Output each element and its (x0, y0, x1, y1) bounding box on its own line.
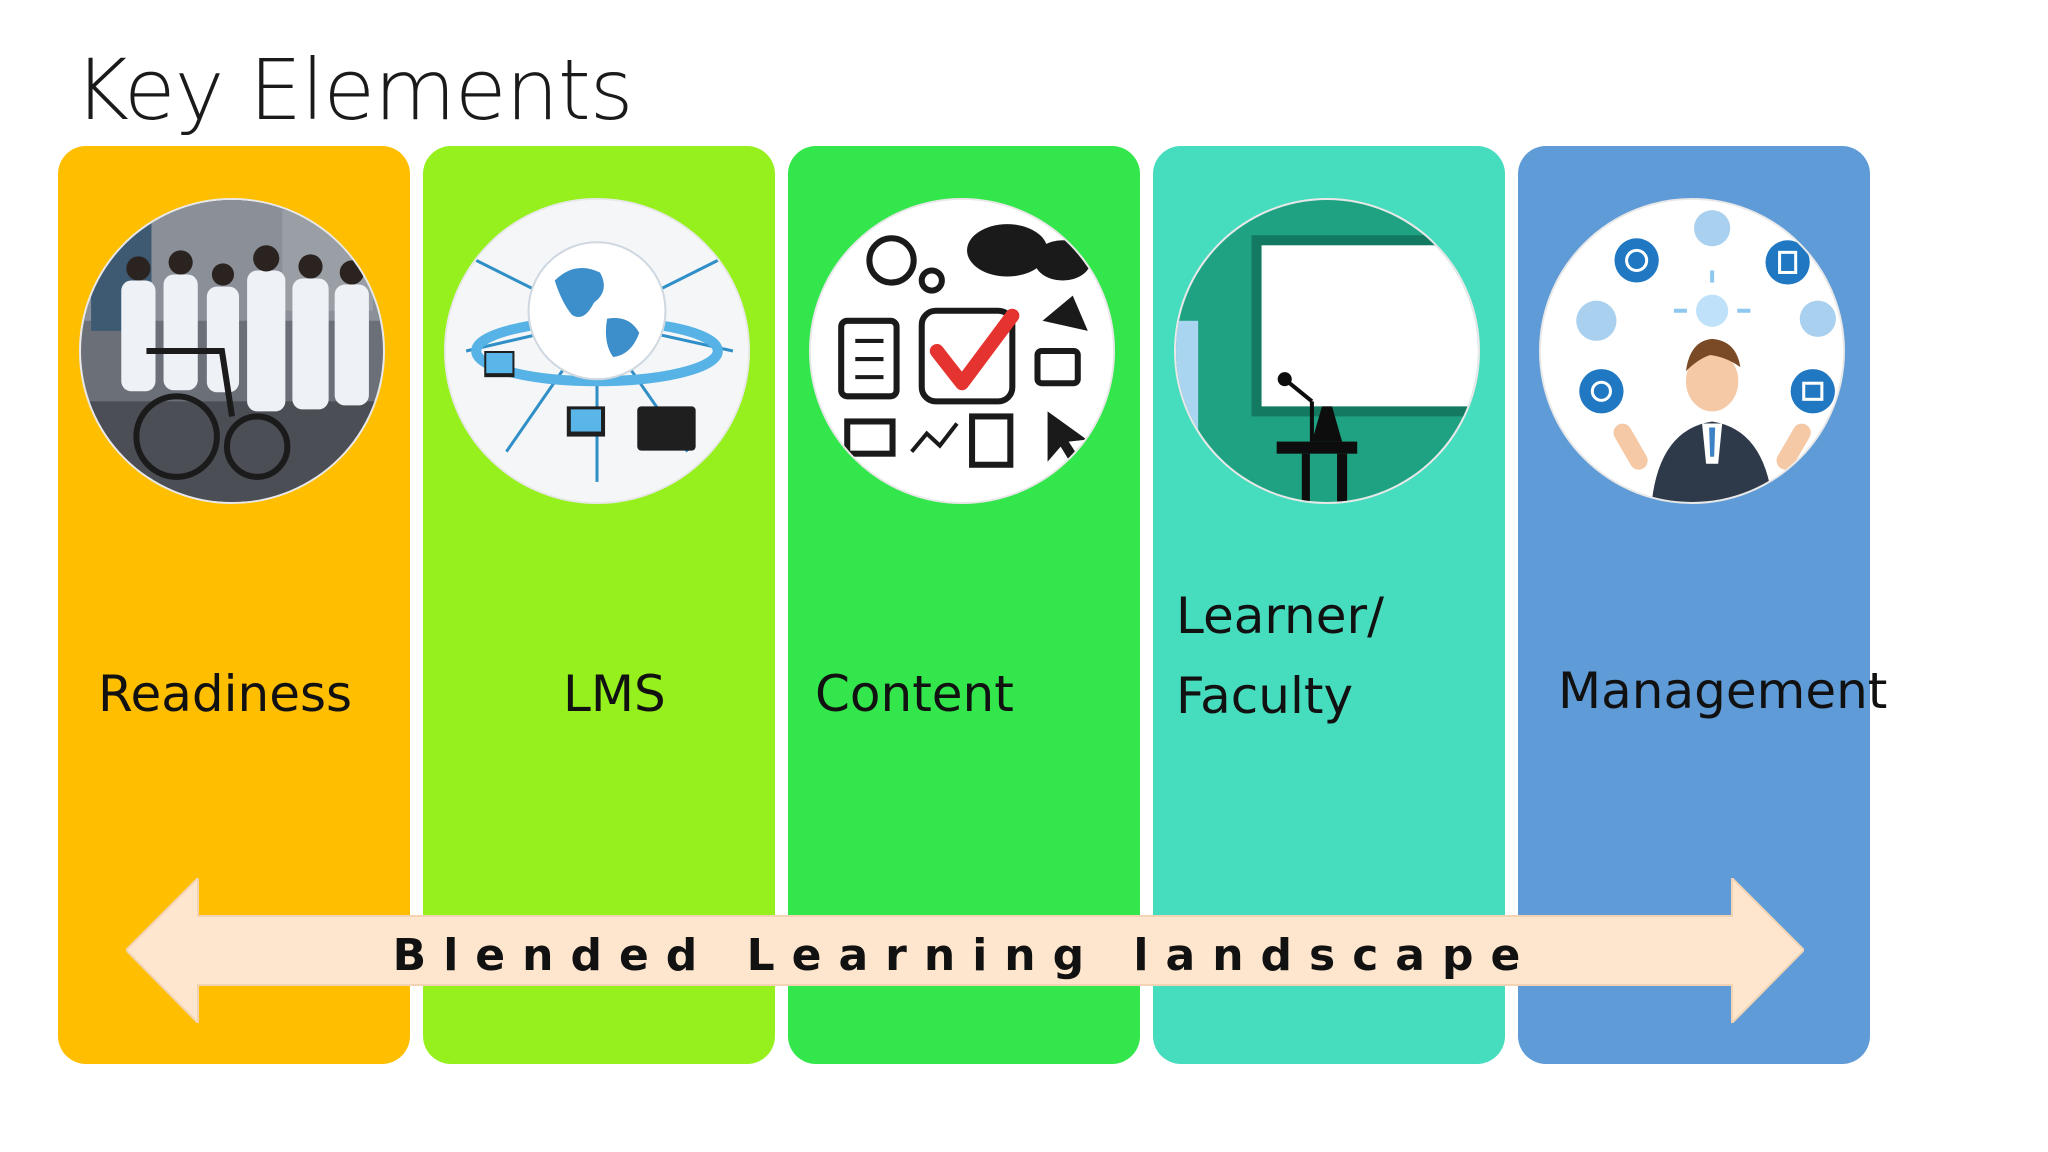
content-icons-collage (811, 200, 1113, 502)
globe-network-icon (446, 200, 748, 502)
management-image (1539, 198, 1845, 504)
card-lms: LMS (423, 146, 775, 1064)
card-readiness: Readiness (58, 146, 410, 1064)
blended-learning-arrow (126, 878, 1804, 1023)
presentation-screen-icon (1176, 200, 1478, 502)
learner-faculty-image (1174, 198, 1480, 504)
content-label: Content (815, 665, 1014, 723)
readiness-photo (79, 198, 385, 504)
management-label: Management (1558, 662, 1888, 720)
blended-learning-label: Blended Learning landscape (392, 930, 1538, 981)
lms-label: LMS (563, 665, 666, 723)
card-management: Management (1518, 146, 1887, 1064)
lms-image (444, 198, 750, 504)
readiness-label: Readiness (98, 665, 353, 723)
manager-icons-illustration (1541, 200, 1843, 502)
card-content: Content (788, 146, 1140, 1064)
faculty-label-line2: Faculty (1176, 667, 1354, 725)
slide-title: Key Elements (74, 41, 634, 139)
content-image (809, 198, 1115, 504)
students-wheelchair-image (81, 200, 383, 502)
card-learner-faculty: Learner/ Faculty (1153, 146, 1505, 1064)
learner-label-line1: Learner/ (1176, 587, 1384, 645)
